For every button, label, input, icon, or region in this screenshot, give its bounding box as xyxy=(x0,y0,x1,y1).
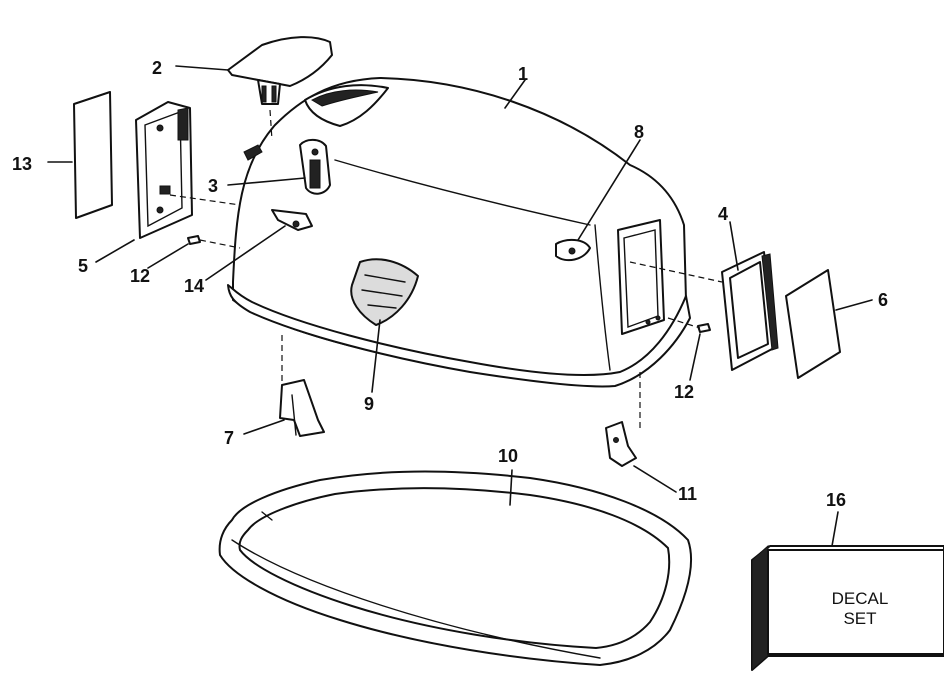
grommet-part xyxy=(555,238,591,262)
side-plate-part xyxy=(785,269,841,379)
callout-16: 16 xyxy=(826,490,846,510)
rear-bracket-part xyxy=(135,101,193,239)
callout-10: 10 xyxy=(498,446,518,466)
callout-numbers: 1 2 3 4 5 6 7 8 9 10 11 12 12 13 14 16 xyxy=(12,58,888,510)
callout-11: 11 xyxy=(678,484,697,504)
callout-14: 14 xyxy=(184,276,204,296)
motor-cover-part xyxy=(227,77,691,388)
callout-9: 9 xyxy=(364,394,374,414)
rear-plate-part xyxy=(73,91,113,219)
side-grille-frame-part xyxy=(721,251,779,371)
callout-12-right: 12 xyxy=(674,382,694,402)
bracket-right-part xyxy=(605,421,637,467)
callout-4: 4 xyxy=(718,204,728,224)
screw-left-part xyxy=(187,235,201,245)
callout-6: 6 xyxy=(878,290,888,310)
decal-label-line1: DECAL xyxy=(832,589,889,608)
leader-lines xyxy=(47,65,873,547)
callout-1: 1 xyxy=(518,64,528,84)
callout-5: 5 xyxy=(78,256,88,276)
decal-label-line2: SET xyxy=(843,609,876,628)
latch-part xyxy=(299,138,331,195)
foam-pad-part xyxy=(350,258,419,326)
screw-right-part xyxy=(697,323,711,333)
callout-2: 2 xyxy=(152,58,162,78)
bracket-left-part xyxy=(279,379,325,437)
seal-ring-part xyxy=(218,470,692,666)
callout-3: 3 xyxy=(208,176,218,196)
callout-12-left: 12 xyxy=(130,266,150,286)
callout-13: 13 xyxy=(12,154,32,174)
top-cap-part xyxy=(227,36,333,105)
clip-part xyxy=(271,209,313,231)
decal-set-box: DECAL SET xyxy=(751,544,944,672)
assembly-lines xyxy=(169,109,723,432)
callout-7: 7 xyxy=(224,428,234,448)
callout-8: 8 xyxy=(634,122,644,142)
